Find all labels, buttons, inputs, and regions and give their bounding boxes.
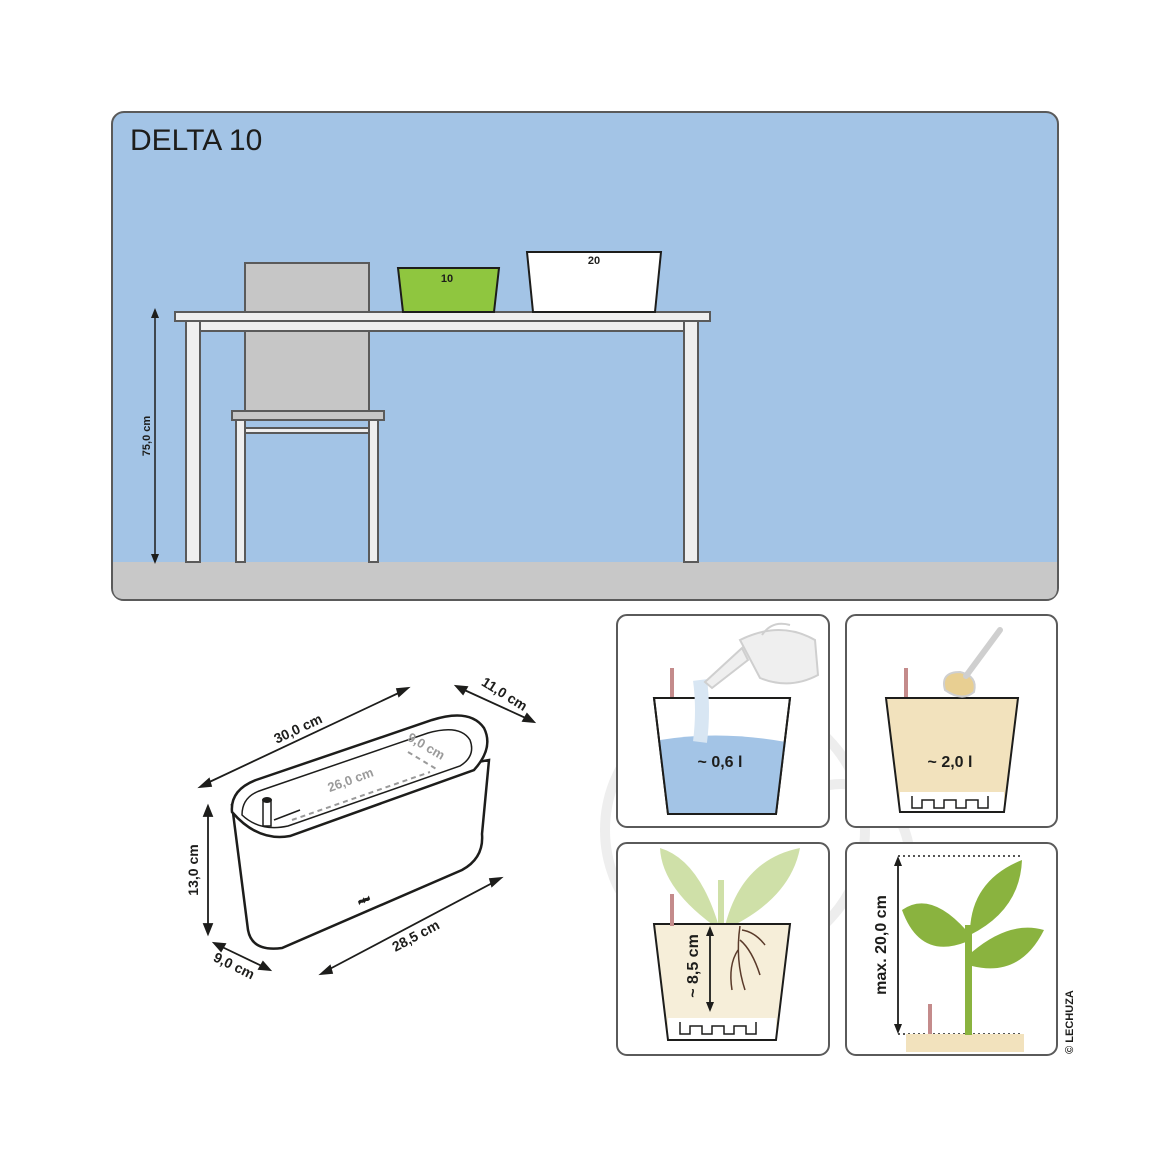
planter-small: 10	[396, 267, 501, 313]
step-plant-height-panel: max. 20,0 cm	[845, 842, 1058, 1056]
plant-icon	[902, 860, 1044, 1035]
width-bottom-label: 9,0 cm	[211, 949, 257, 982]
reservoir-grid	[679, 1022, 757, 1035]
water-fill	[660, 735, 786, 814]
substrate-fill	[654, 924, 790, 1040]
length-bottom-label: 28,5 cm	[389, 916, 442, 954]
max-height-label: max. 20,0 cm	[873, 895, 890, 995]
water-stream	[693, 679, 709, 743]
planter-small-label: 10	[441, 273, 453, 285]
planter-body: ~~	[230, 714, 491, 950]
pot	[884, 697, 1020, 813]
reservoir-grid	[911, 796, 989, 809]
pot	[652, 923, 792, 1041]
table-height-label: 75,0 cm	[141, 416, 153, 457]
substrate-volume-label: ~ 2,0 l	[928, 754, 973, 771]
brand-mark: ~~	[357, 894, 370, 907]
planter-dimension-drawing: ~~ 26,0 cm 9,0 cm 30,0 cm 11,	[185, 674, 537, 982]
chair-rail	[244, 427, 370, 434]
table-leg	[185, 320, 201, 563]
planter-large-label: 20	[588, 255, 600, 267]
room-scene: DELTA 10 75,0 cm 10	[111, 111, 1059, 601]
chair-back	[244, 262, 370, 414]
table	[174, 311, 711, 563]
product-title: DELTA 10	[130, 124, 262, 157]
height-label: 13,0 cm	[185, 844, 201, 895]
water-level-indicator	[670, 894, 674, 926]
water-indicator	[262, 799, 272, 827]
outer-dimension-lines	[197, 684, 537, 976]
step-root-panel: ~ 8,5 cm	[616, 842, 830, 1056]
water-level-indicator	[670, 668, 674, 698]
water-level-indicator	[904, 668, 908, 698]
table-top	[174, 311, 711, 322]
floor	[113, 562, 1057, 599]
chair	[231, 262, 385, 563]
trowel-icon	[943, 627, 1003, 698]
roots-icon	[730, 925, 766, 991]
chair-leg	[235, 419, 246, 563]
step-water-panel: ~ 0,6 l	[616, 614, 830, 828]
water-volume-label: ~ 0,6 l	[698, 754, 743, 771]
table-height-dimension: 75,0 cm	[141, 308, 159, 564]
substrate-fill	[886, 698, 1018, 812]
copyright-text: © LECHUZA	[1064, 990, 1076, 1054]
table-leg	[683, 320, 699, 563]
chair-seat	[231, 410, 385, 421]
wall-background	[111, 111, 1059, 601]
planter-large: 20	[525, 251, 663, 313]
step-substrate-panel: ~ 2,0 l	[845, 614, 1058, 828]
pot-top	[906, 1034, 1024, 1052]
inner-dimensions	[291, 751, 439, 821]
root-depth-label: ~ 8,5 cm	[685, 934, 702, 998]
water-level-indicator	[928, 1004, 932, 1034]
chair-leg	[368, 419, 379, 563]
table-apron	[199, 320, 685, 332]
plant-leaves-icon	[660, 848, 800, 930]
watering-can-icon	[703, 622, 820, 690]
